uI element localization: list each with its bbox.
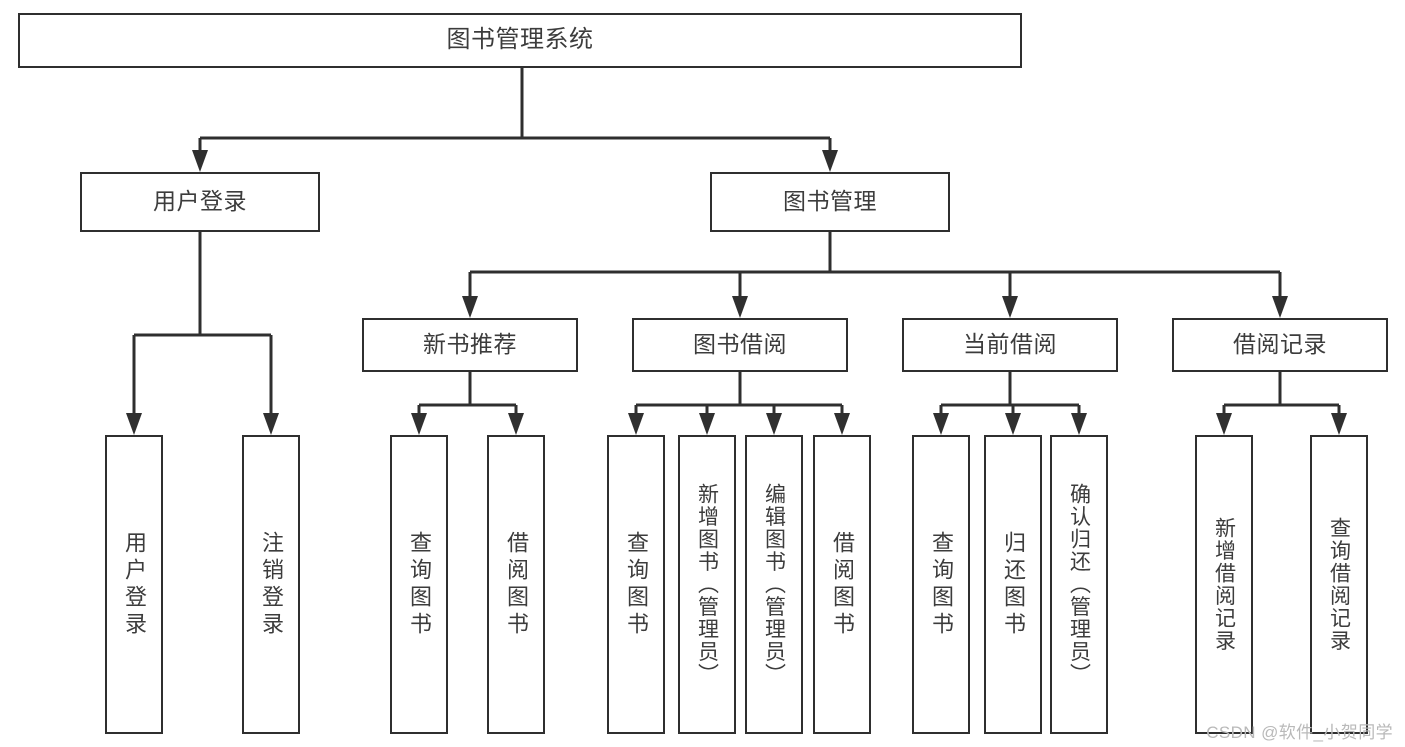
csdn-watermark: CSDN @软件_小贺同学 [1206, 723, 1393, 742]
edge-user-login-arrowhead-0 [126, 413, 142, 435]
edge-user-login-arrowhead-1 [263, 413, 279, 435]
node-leaf-borrow-book-1[interactable]: 借阅图书 [487, 435, 545, 734]
edge-book-manage-arrowhead-1 [732, 296, 748, 318]
node-label: 图书借阅 [693, 331, 787, 358]
edge-current-borrow-arrowhead-0 [933, 413, 949, 435]
node-user-login[interactable]: 用户登录 [80, 172, 320, 232]
node-label: 查询借阅记录 [1327, 517, 1351, 652]
node-book-manage[interactable]: 图书管理 [710, 172, 950, 232]
edge-new-book-rec-arrowhead-1 [508, 413, 524, 435]
node-leaf-user-logout[interactable]: 注销登录 [242, 435, 300, 734]
node-label: 新增图书（管理员） [695, 483, 719, 686]
edge-book-borrow-arrowhead-3 [834, 413, 850, 435]
node-label: 新书推荐 [423, 331, 517, 358]
node-leaf-borrow-book-2[interactable]: 借阅图书 [813, 435, 871, 734]
edge-current-borrow-arrowhead-1 [1005, 413, 1021, 435]
edge-borrow-record-arrowhead-1 [1331, 413, 1347, 435]
edge-book-borrow-arrowhead-0 [628, 413, 644, 435]
node-book-borrow[interactable]: 图书借阅 [632, 318, 848, 372]
node-leaf-confirm-return[interactable]: 确认归还（管理员） [1050, 435, 1108, 734]
node-label: 查询图书 [624, 530, 649, 639]
node-borrow-record[interactable]: 借阅记录 [1172, 318, 1388, 372]
node-label: 借阅记录 [1233, 331, 1327, 358]
edge-book-borrow-arrowhead-2 [766, 413, 782, 435]
node-root[interactable]: 图书管理系统 [18, 13, 1022, 68]
edge-new-book-rec-arrowhead-0 [411, 413, 427, 435]
edge-book-borrow-arrowhead-1 [699, 413, 715, 435]
node-label: 图书管理 [783, 188, 877, 215]
node-label: 当前借阅 [963, 331, 1057, 358]
node-leaf-add-record[interactable]: 新增借阅记录 [1195, 435, 1253, 734]
node-leaf-query-book-1[interactable]: 查询图书 [390, 435, 448, 734]
node-leaf-add-book[interactable]: 新增图书（管理员） [678, 435, 736, 734]
edge-current-borrow-arrowhead-2 [1071, 413, 1087, 435]
edge-book-manage-arrowhead-3 [1272, 296, 1288, 318]
edge-book-manage-arrowhead-2 [1002, 296, 1018, 318]
node-label: 注销登录 [259, 530, 284, 639]
node-leaf-edit-book[interactable]: 编辑图书（管理员） [745, 435, 803, 734]
node-label: 图书管理系统 [446, 26, 594, 54]
node-label: 新增借阅记录 [1212, 517, 1236, 652]
node-label: 归还图书 [1001, 530, 1026, 639]
node-label: 编辑图书（管理员） [762, 483, 786, 686]
node-label: 借阅图书 [504, 530, 529, 639]
node-label: 查询图书 [407, 530, 432, 639]
node-leaf-query-record[interactable]: 查询借阅记录 [1310, 435, 1368, 734]
node-new-book-rec[interactable]: 新书推荐 [362, 318, 578, 372]
node-leaf-query-book-3[interactable]: 查询图书 [912, 435, 970, 734]
edge-root-arrowhead-0 [192, 150, 208, 172]
node-label: 用户登录 [122, 530, 147, 639]
edge-book-manage-arrowhead-0 [462, 296, 478, 318]
node-current-borrow[interactable]: 当前借阅 [902, 318, 1118, 372]
node-leaf-user-login[interactable]: 用户登录 [105, 435, 163, 734]
node-label: 查询图书 [929, 530, 954, 639]
node-leaf-return-book[interactable]: 归还图书 [984, 435, 1042, 734]
edge-borrow-record-arrowhead-0 [1216, 413, 1232, 435]
node-leaf-query-book-2[interactable]: 查询图书 [607, 435, 665, 734]
edge-root-arrowhead-1 [822, 150, 838, 172]
node-label: 用户登录 [153, 188, 247, 215]
node-label: 借阅图书 [830, 530, 855, 639]
node-label: 确认归还（管理员） [1067, 483, 1091, 686]
